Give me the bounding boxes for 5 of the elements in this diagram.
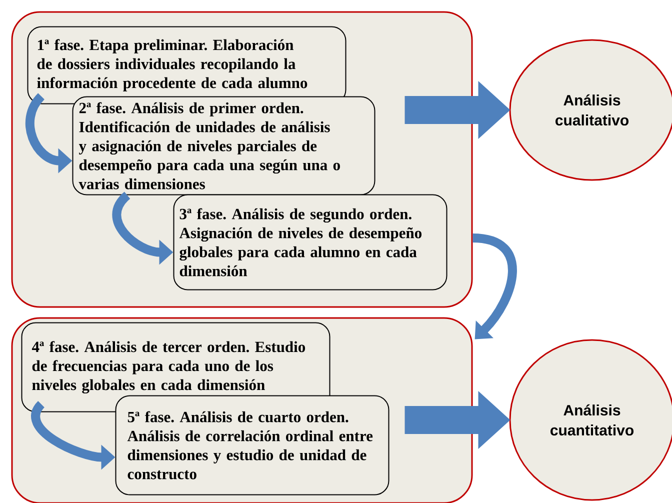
block-arrow [404, 391, 510, 449]
phase-box: 5ª fase. Análisis de cuarto orden. Análisis de correlación ordinal entre dimensiones y estudio de unidad de constructo [115, 395, 390, 496]
phase-box: 3ª fase. Análisis de segundo orden. Asignación de niveles de desempeño globales para cada alumno en cada dimensión [173, 194, 448, 290]
phase-box: 2ª fase. Análisis de primer orden. Identificación de unidades de análisis y asignación de niveles parciales de desempeño para cada una según una o varias dimensiones [72, 96, 376, 196]
block-arrow [404, 81, 510, 139]
